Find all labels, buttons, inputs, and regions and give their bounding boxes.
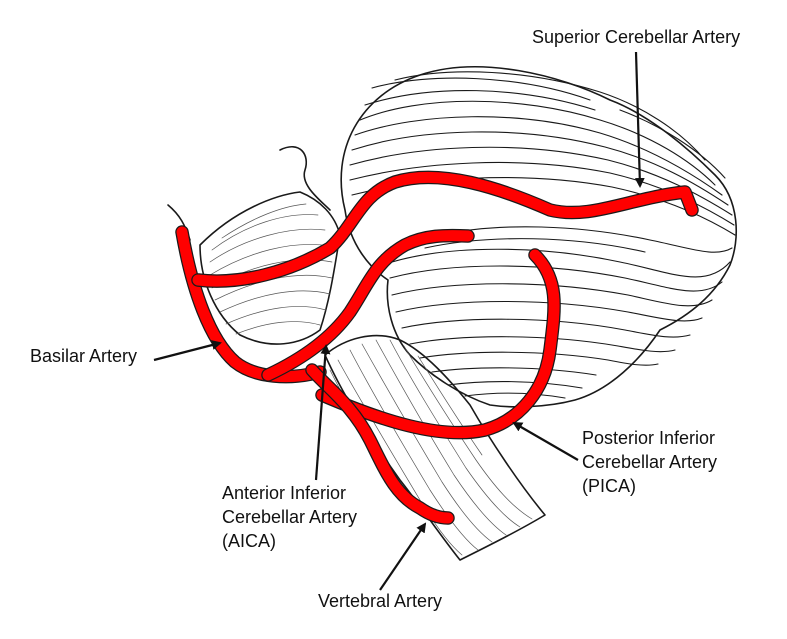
aica-pointer <box>314 344 331 481</box>
label-superior-cerebellar-artery: Superior Cerebellar Artery <box>532 27 740 47</box>
pica-pointer <box>512 421 579 461</box>
label-aica-line1: Anterior Inferior <box>222 483 346 503</box>
brainstem-outline <box>324 334 546 561</box>
basilar-artery <box>176 226 326 383</box>
label-aica-line3: (AICA) <box>222 531 276 551</box>
anterior-lobe <box>199 191 341 345</box>
label-basilar-artery: Basilar Artery <box>30 346 137 366</box>
label-vertebral-artery: Vertebral Artery <box>318 591 442 611</box>
brainstem <box>324 334 546 561</box>
label-pica-line3: (PICA) <box>582 476 636 496</box>
cerebellum-outline <box>340 66 738 408</box>
pointers <box>153 51 645 591</box>
label-pica-line1: Posterior Inferior <box>582 428 715 448</box>
aica <box>262 230 474 381</box>
basilar-pointer <box>153 340 222 362</box>
brainstem-fibres <box>329 339 533 556</box>
superior-cerebellar-artery <box>192 171 698 287</box>
label-pica-line2: Cerebellar Artery <box>582 452 717 472</box>
superior-pointer <box>634 51 645 188</box>
labels: Superior Cerebellar Artery Basilar Arter… <box>30 27 740 611</box>
vertebral-pointer <box>379 522 427 591</box>
arteries <box>175 170 699 525</box>
label-aica-line2: Cerebellar Artery <box>222 507 357 527</box>
nerve-fibre <box>279 146 331 211</box>
vertebral-artery <box>306 364 454 524</box>
pica <box>316 249 560 439</box>
cerebellum <box>167 66 738 408</box>
lower-folia <box>389 226 733 399</box>
